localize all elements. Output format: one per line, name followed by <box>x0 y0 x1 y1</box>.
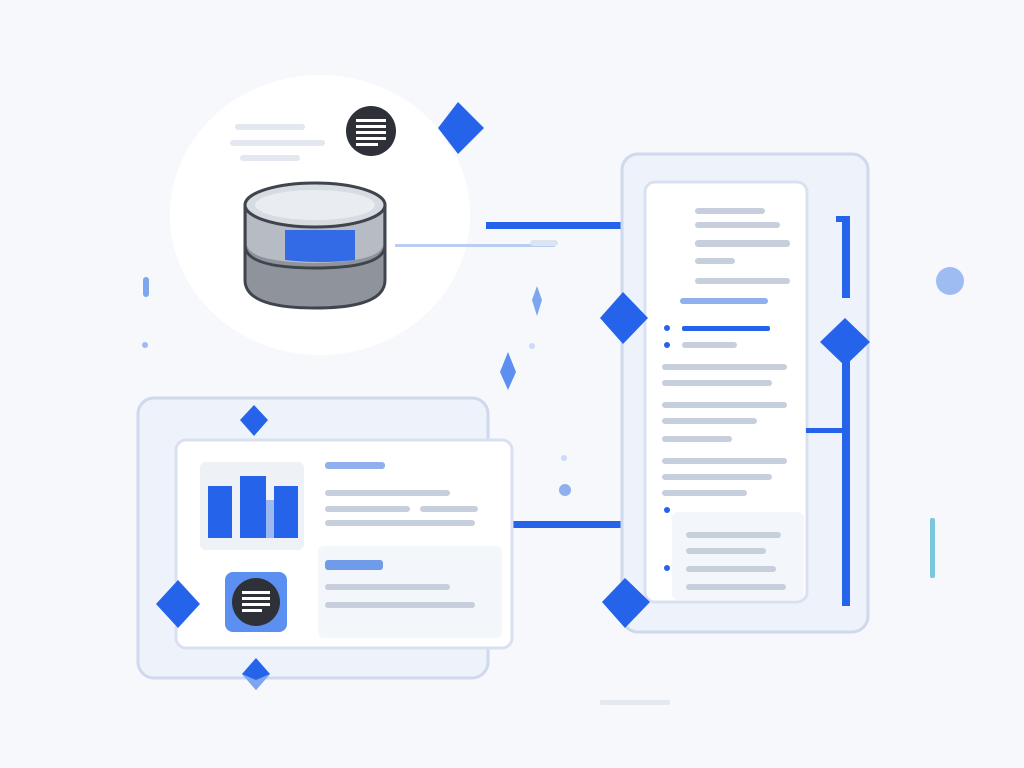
bullet <box>664 565 670 571</box>
diamond-marker <box>240 405 268 436</box>
placeholder-line <box>686 548 766 554</box>
placeholder-line <box>686 532 781 538</box>
droplet-marker <box>532 286 542 316</box>
placeholder-line <box>686 566 776 572</box>
dot-marker <box>529 343 535 349</box>
diamond-marker <box>600 292 648 344</box>
bar-chart-icon <box>208 476 298 538</box>
placeholder-line <box>230 140 325 146</box>
placeholder-line <box>600 700 670 705</box>
database-icon <box>243 181 387 310</box>
placeholder-line <box>325 560 383 570</box>
dashboard-card <box>136 396 514 680</box>
side-track <box>836 216 850 222</box>
dot-marker <box>561 455 567 461</box>
side-track <box>842 350 850 606</box>
placeholder-line <box>325 506 410 512</box>
placeholder-line <box>325 602 475 608</box>
connector-line <box>530 240 558 246</box>
document-list-icon <box>346 106 396 156</box>
placeholder-line <box>240 155 300 161</box>
dot-marker <box>142 342 148 348</box>
dash-marker <box>143 277 149 297</box>
placeholder-line <box>420 506 478 512</box>
document-panel <box>620 152 870 634</box>
diamond-marker <box>438 102 484 154</box>
placeholder-line <box>235 124 305 130</box>
dash-marker <box>930 518 935 578</box>
diamond-marker <box>242 674 270 690</box>
bullet <box>664 507 670 513</box>
database-group <box>230 106 396 310</box>
diamond-marker <box>602 578 650 628</box>
side-track <box>842 216 850 298</box>
placeholder-line <box>325 490 450 496</box>
placeholder-line <box>686 584 786 590</box>
inner-card <box>318 546 502 638</box>
placeholder-line <box>325 584 450 590</box>
diamond-marker <box>156 580 200 628</box>
placeholder-line <box>325 520 475 526</box>
droplet-marker <box>500 352 516 390</box>
diamond-marker <box>820 318 870 366</box>
dot-marker <box>936 267 964 295</box>
placeholder-text-block <box>662 208 790 496</box>
connector-line <box>395 244 555 247</box>
placeholder-line <box>325 462 385 469</box>
document-list-icon <box>232 578 280 626</box>
side-track <box>806 428 850 433</box>
dot-marker <box>559 484 571 496</box>
